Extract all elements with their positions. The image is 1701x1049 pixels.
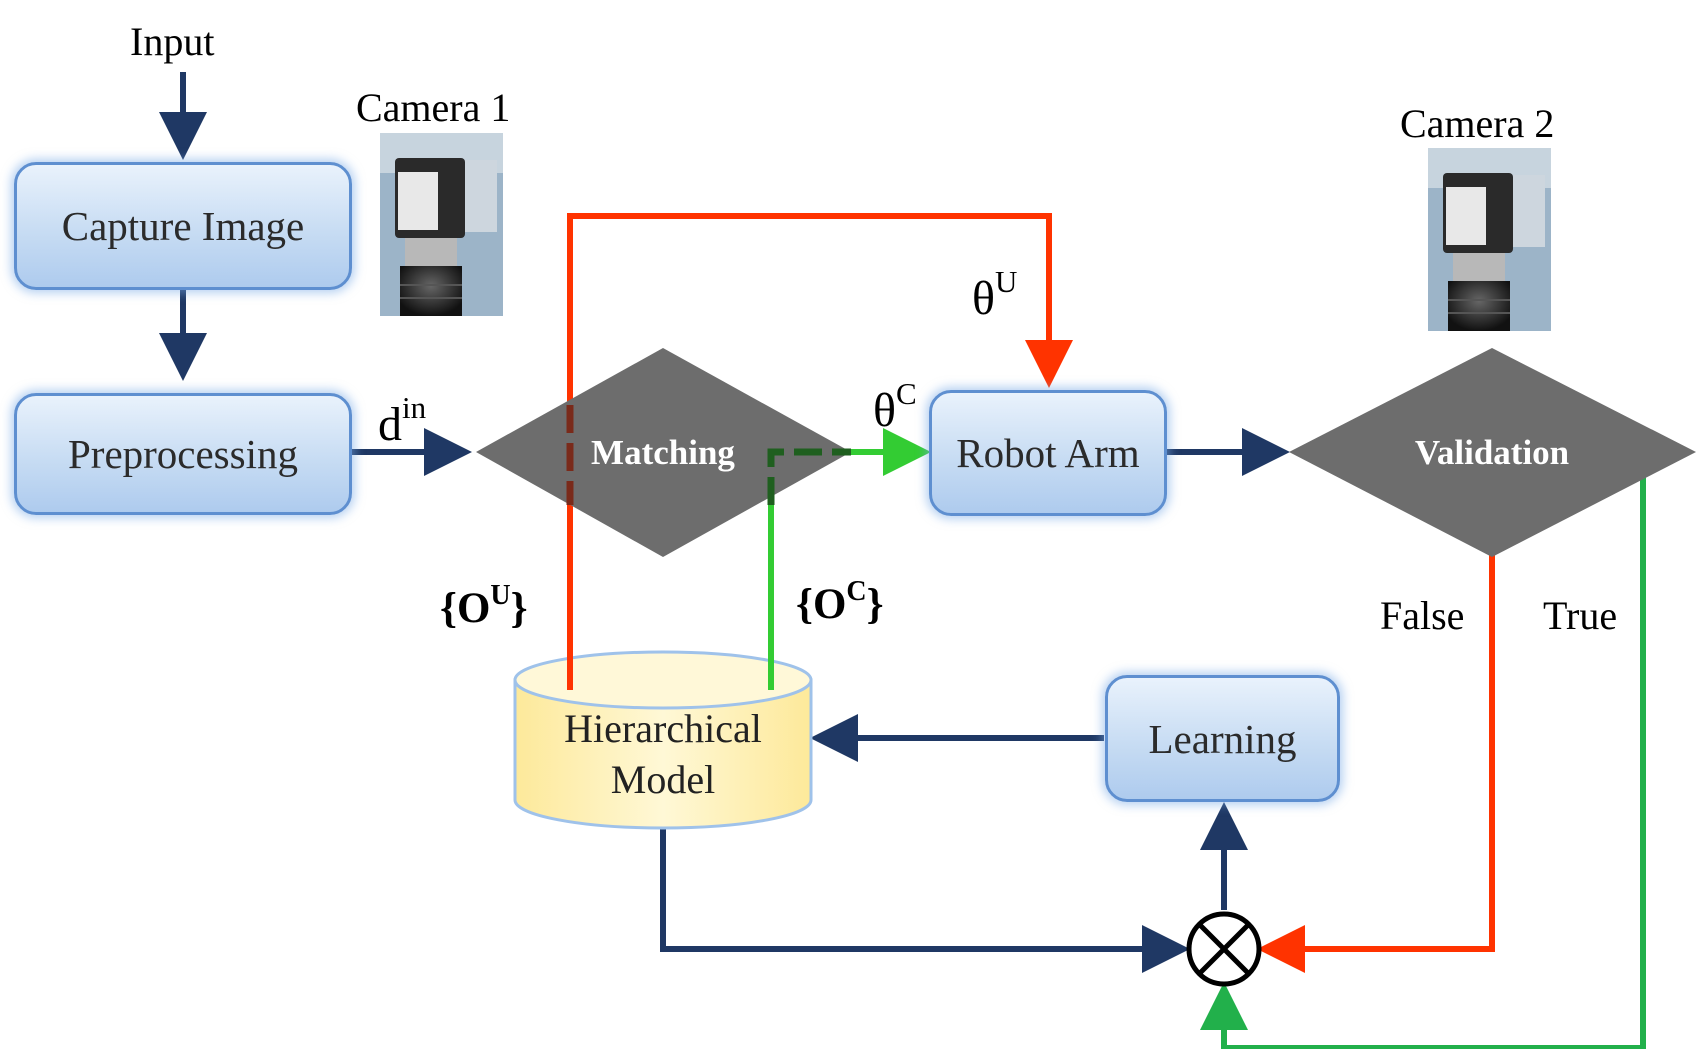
camera-2-label: Camera 2 [1400,101,1555,146]
model-label-line2: Model [611,757,715,802]
oc-label: {OC} [796,576,884,628]
d-in-label: din [378,390,427,451]
camera-1-image [380,133,503,316]
camera-1-label: Camera 1 [356,85,511,130]
arrow-true-to-combiner [1200,477,1646,1049]
combiner-icon [1186,911,1262,987]
arrow-model-to-combiner [660,828,1190,973]
oc-dashed-through-matching [767,448,851,505]
validation-diamond [1289,348,1696,557]
preprocessing-box: Preprocessing [14,393,352,515]
capture-image-box: Capture Image [14,162,352,290]
true-label: True [1543,593,1618,638]
camera-2-image [1428,148,1551,331]
learning-box: Learning [1105,675,1340,802]
matching-label: Matching [591,433,735,472]
capture-image-label: Capture Image [61,203,305,249]
theta-c-label: θC [873,376,917,437]
learning-label: Learning [1148,715,1297,762]
robot-arm-box: Robot Arm [929,390,1167,516]
input-label: Input [130,19,215,64]
model-label-line1: Hierarchical [564,706,762,751]
preprocessing-label: Preprocessing [67,431,298,477]
hierarchical-model-cylinder [513,650,813,830]
ou-label: {OU} [440,580,528,632]
theta-u-label: θU [972,264,1018,325]
validation-label: Validation [1415,433,1569,472]
matching-diamond [476,348,851,557]
false-label: False [1380,593,1465,638]
arrow-false-to-combiner [1257,555,1495,973]
robot-arm-label: Robot Arm [956,430,1140,476]
